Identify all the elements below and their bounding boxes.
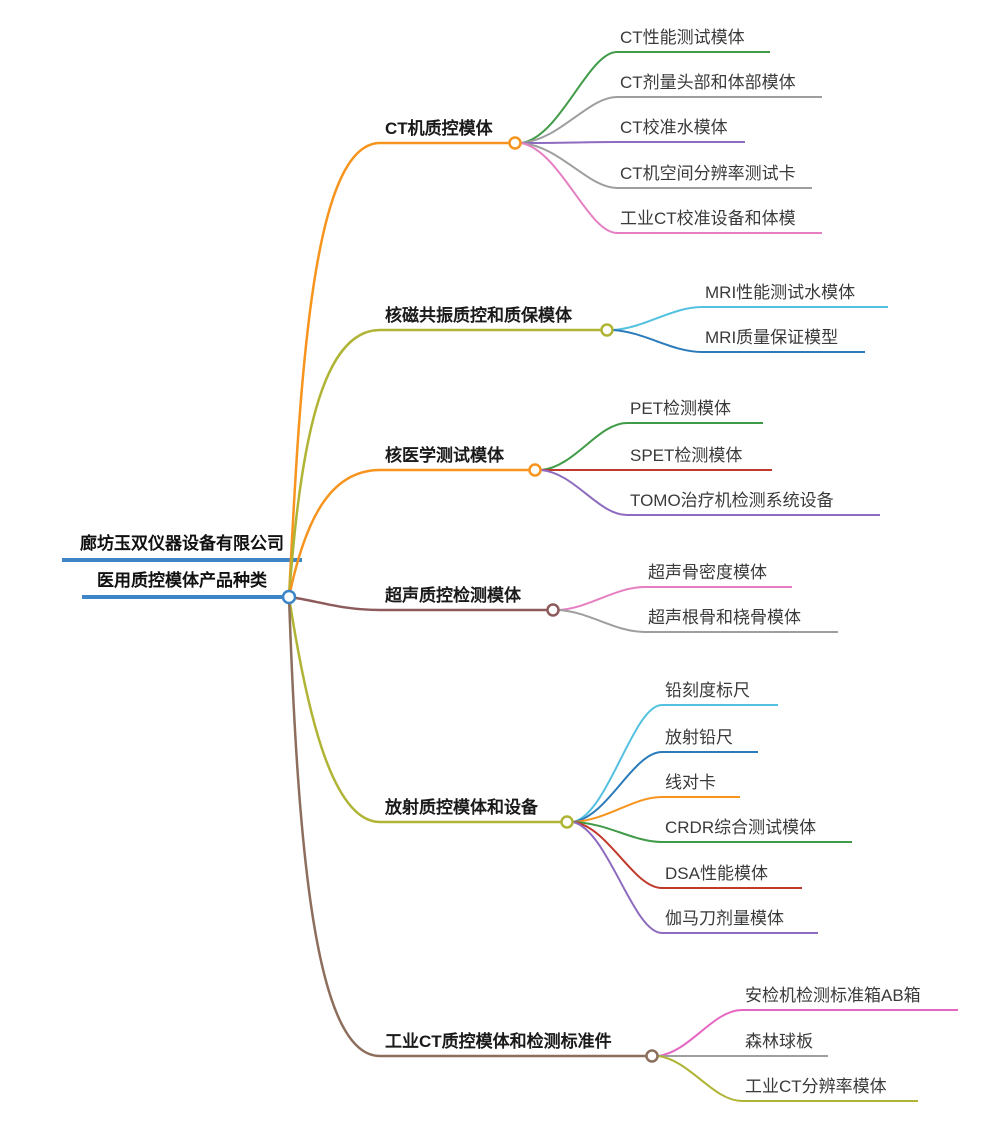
branch-ct-node-circle[interactable] bbox=[508, 136, 522, 150]
branch-mri-child-0-label[interactable]: MRI性能测试水模体 bbox=[705, 283, 856, 302]
branch-nucmed-child-0-line bbox=[540, 422, 763, 471]
branch-mri-trunk-line bbox=[287, 328, 601, 598]
branch-nucmed-child-1-label[interactable]: SPET检测模体 bbox=[630, 446, 743, 465]
branch-radiology-child-3-line bbox=[572, 821, 852, 843]
branch-industrial-label[interactable]: 工业CT质控模体和检测标准件 bbox=[385, 1032, 612, 1051]
branch-ultrasound-node-circle[interactable] bbox=[546, 603, 560, 617]
branch-ultrasound-child-0-line bbox=[558, 586, 792, 611]
branch-mri-child-1-label[interactable]: MRI质量保证模型 bbox=[705, 328, 839, 347]
branch-ct-child-4-line bbox=[520, 142, 822, 234]
branch-radiology-child-1-label[interactable]: 放射铅尺 bbox=[665, 728, 733, 747]
branch-radiology-child-2-line bbox=[572, 796, 740, 823]
branch-radiology-child-4-label[interactable]: DSA性能模体 bbox=[665, 864, 768, 883]
branch-ct-child-0-label[interactable]: CT性能测试模体 bbox=[620, 28, 745, 47]
branch-ultrasound-child-1-line bbox=[558, 609, 838, 633]
branch-ct-child-0-line bbox=[520, 51, 770, 144]
branch-nucmed-child-0-label[interactable]: PET检测模体 bbox=[630, 399, 732, 418]
branch-ct-child-1-line bbox=[520, 96, 822, 144]
root-node-circle[interactable] bbox=[281, 589, 297, 605]
branch-ct-child-2-line bbox=[520, 141, 745, 144]
branch-ct-child-4-label[interactable]: 工业CT校准设备和体模 bbox=[620, 209, 796, 228]
branch-mri-child-0-line bbox=[612, 306, 888, 331]
branch-industrial-child-1-label[interactable]: 森林球板 bbox=[745, 1032, 813, 1051]
branch-industrial-child-2-line bbox=[657, 1055, 918, 1102]
branch-ultrasound-trunk-line bbox=[288, 595, 547, 612]
branch-industrial-node-circle[interactable] bbox=[645, 1049, 659, 1063]
root-title[interactable]: 廊坊玉双仪器设备有限公司 bbox=[80, 534, 284, 553]
branch-industrial-child-0-line bbox=[657, 1009, 958, 1057]
branch-nucmed-node-circle[interactable] bbox=[528, 463, 542, 477]
branch-radiology-child-0-label[interactable]: 铅刻度标尺 bbox=[665, 681, 750, 700]
branch-ct-child-3-line bbox=[520, 142, 812, 189]
branch-radiology-child-5-line bbox=[572, 821, 818, 934]
root-subtitle[interactable]: 医用质控模体产品种类 bbox=[97, 571, 267, 590]
branch-mri-child-1-line bbox=[612, 329, 865, 353]
branch-radiology-child-4-line bbox=[572, 821, 802, 889]
branch-radiology-label[interactable]: 放射质控模体和设备 bbox=[385, 798, 538, 817]
branch-radiology-child-2-label[interactable]: 线对卡 bbox=[665, 773, 716, 792]
branch-radiology-child-5-label[interactable]: 伽马刀剂量模体 bbox=[665, 909, 784, 928]
branch-radiology-node-circle[interactable] bbox=[560, 815, 574, 829]
branch-ultrasound-child-1-label[interactable]: 超声根骨和桡骨模体 bbox=[648, 608, 801, 627]
branch-mri-node-circle[interactable] bbox=[600, 323, 614, 337]
branch-radiology-child-1-line bbox=[572, 751, 758, 823]
branch-mri-label[interactable]: 核磁共振质控和质保模体 bbox=[385, 306, 572, 325]
branch-ct-child-1-label[interactable]: CT剂量头部和体部模体 bbox=[620, 73, 796, 92]
branch-ultrasound-label[interactable]: 超声质控检测模体 bbox=[385, 586, 521, 605]
branch-nucmed-child-2-line bbox=[540, 469, 880, 516]
branch-ct-trunk-line bbox=[287, 141, 509, 598]
branch-ultrasound-child-0-label[interactable]: 超声骨密度模体 bbox=[648, 563, 767, 582]
branch-nucmed-label[interactable]: 核医学测试模体 bbox=[385, 446, 504, 465]
branch-industrial-child-0-label[interactable]: 安检机检测标准箱AB箱 bbox=[745, 986, 921, 1005]
branch-nucmed-child-2-label[interactable]: TOMO治疗机检测系统设备 bbox=[630, 491, 834, 510]
branch-radiology-child-3-label[interactable]: CRDR综合测试模体 bbox=[665, 818, 817, 837]
branch-ct-child-2-label[interactable]: CT校准水模体 bbox=[620, 118, 728, 137]
branch-nucmed-trunk-line bbox=[287, 468, 529, 598]
branch-industrial-trunk-line bbox=[287, 596, 646, 1058]
branch-radiology-child-0-line bbox=[572, 704, 778, 823]
branch-ct-child-3-label[interactable]: CT机空间分辨率测试卡 bbox=[620, 164, 796, 183]
branch-ct-label[interactable]: CT机质控模体 bbox=[385, 119, 493, 138]
branch-industrial-child-2-label[interactable]: 工业CT分辨率模体 bbox=[745, 1077, 887, 1096]
branch-radiology-trunk-line bbox=[287, 596, 561, 824]
